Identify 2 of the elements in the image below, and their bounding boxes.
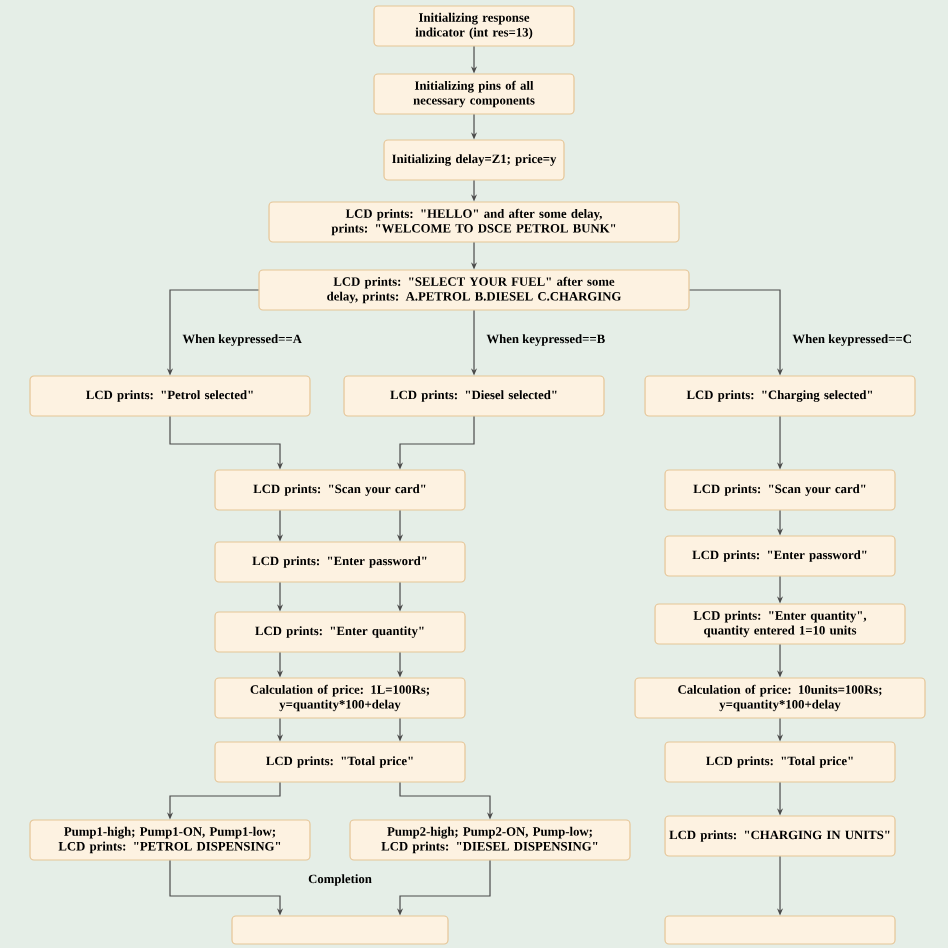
- process-box: [664, 915, 896, 945]
- process-box: [231, 915, 449, 945]
